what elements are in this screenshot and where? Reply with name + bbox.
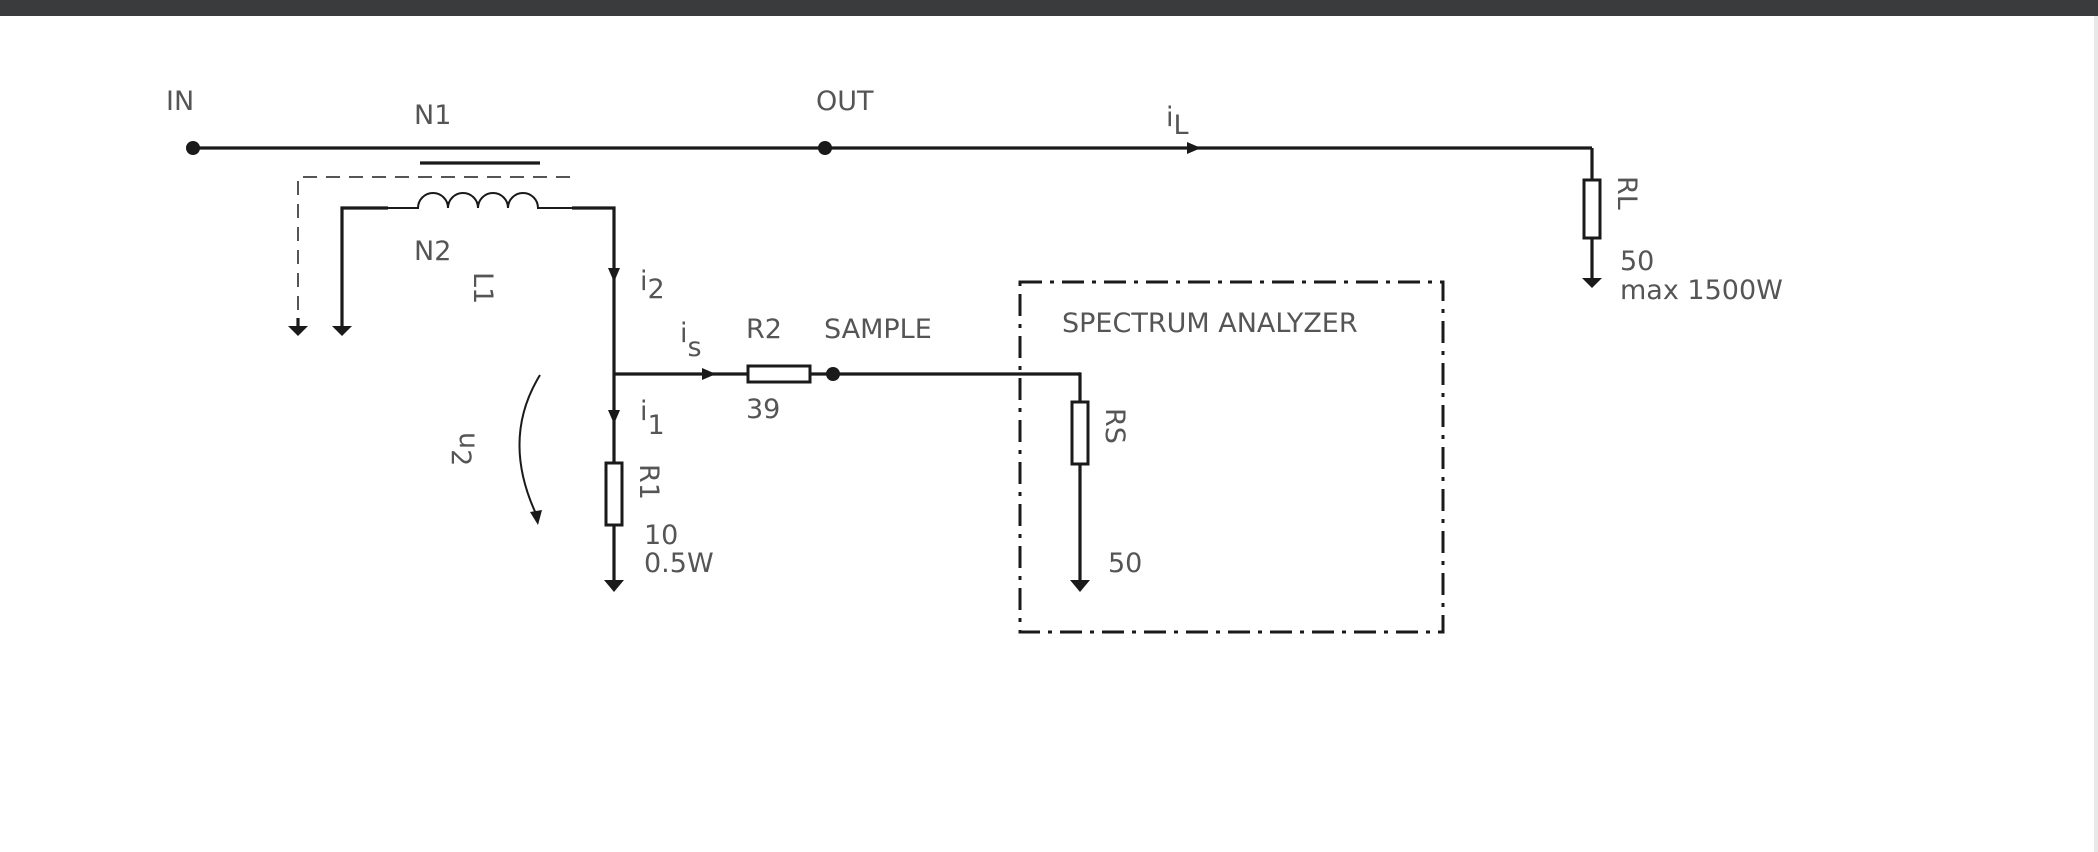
rl-resistor [1582, 178, 1602, 288]
is-arrow [702, 368, 716, 380]
label-r2-value: 39 [746, 394, 780, 425]
u2-voltage-arc [518, 374, 542, 525]
label-rl-power: max 1500W [1620, 275, 1783, 306]
label-rl-value: 50 [1620, 246, 1654, 277]
r2-resistor [614, 364, 1082, 402]
coil-ground-icon [332, 326, 352, 336]
label-i1: i1 [640, 396, 665, 441]
label-sample: SAMPLE [824, 314, 932, 345]
label-is: is [680, 318, 702, 363]
label-r1-power: 0.5W [644, 548, 714, 579]
label-i2: i2 [640, 266, 665, 305]
i2-arrow [608, 268, 620, 282]
label-out: OUT [816, 86, 874, 117]
label-rs: RS [1099, 408, 1130, 444]
label-r1: R1 [633, 464, 664, 500]
label-il: iL [1166, 102, 1189, 141]
label-l1: L1 [467, 272, 498, 304]
rs-ground-icon [1070, 580, 1090, 592]
il-arrow [1187, 142, 1201, 154]
label-spectrum-analyzer: SPECTRUM ANALYZER [1062, 308, 1358, 339]
window-top-bar [0, 0, 2098, 16]
main-line [186, 141, 1594, 180]
label-rl: RL [1611, 176, 1642, 210]
label-u2: u2 [445, 432, 484, 466]
shield-ground-icon [288, 326, 308, 336]
label-rs-value: 50 [1108, 548, 1142, 579]
r1-resistor [604, 374, 624, 592]
label-n1: N1 [414, 100, 451, 131]
rs-resistor [1070, 400, 1090, 466]
current-transformer [288, 161, 616, 374]
spectrum-analyzer-box [1018, 280, 1445, 634]
in-node [186, 141, 200, 155]
label-r2: R2 [746, 314, 782, 345]
r1-ground-icon [604, 580, 624, 592]
sample-node [826, 367, 840, 381]
out-node [818, 141, 832, 155]
label-n2: N2 [414, 236, 451, 267]
rl-ground-icon [1582, 278, 1602, 288]
coil-l1 [388, 192, 572, 209]
u2-arrow [530, 510, 542, 525]
label-in: IN [166, 86, 194, 117]
label-r1-value: 10 [644, 520, 678, 551]
window-right-edge [2094, 16, 2098, 852]
